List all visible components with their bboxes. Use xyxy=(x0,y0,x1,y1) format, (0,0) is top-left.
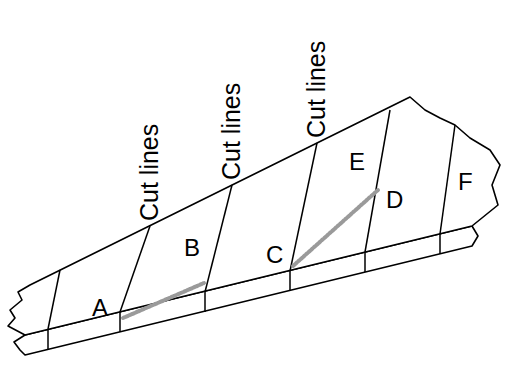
stipple-line xyxy=(123,283,204,318)
cut-lines xyxy=(48,110,455,349)
piece-letter: C xyxy=(266,243,283,267)
cut-lines-label: Cut lines xyxy=(304,41,329,138)
face-cut xyxy=(289,271,291,291)
cut-line xyxy=(120,226,150,312)
piece-letter: B xyxy=(184,236,200,260)
face-cut xyxy=(439,234,441,254)
face-cut xyxy=(364,252,366,272)
cut-lines-label: Cut lines xyxy=(137,124,162,221)
cut-line xyxy=(440,125,455,234)
cut-line xyxy=(48,270,60,329)
stipple-line xyxy=(293,190,378,266)
piece-letter: D xyxy=(386,188,403,212)
piece-letter: F xyxy=(458,170,473,194)
face-cut xyxy=(47,329,49,349)
cut-line xyxy=(205,185,232,292)
piece-letter: A xyxy=(92,296,108,320)
face-cut xyxy=(119,312,121,332)
cut-line xyxy=(290,143,317,271)
face-cut xyxy=(204,292,206,312)
cut-line xyxy=(365,110,390,252)
slab-top-face xyxy=(8,97,500,335)
piece-letter: E xyxy=(349,150,365,174)
cut-lines-label: Cut lines xyxy=(219,83,244,180)
